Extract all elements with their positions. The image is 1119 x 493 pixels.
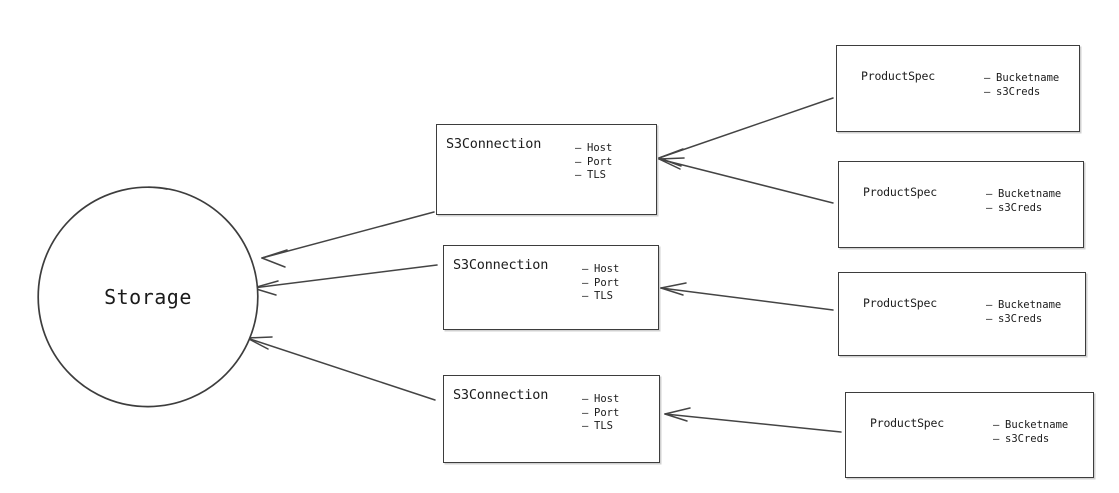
productspec-node-3[interactable]: ProductSpec –Bucketname –s3Creds (838, 272, 1086, 356)
attribute-label: s3Creds (1005, 432, 1050, 445)
bullet-dash: – (582, 290, 589, 302)
productspec-node-4[interactable]: ProductSpec –Bucketname –s3Creds (845, 392, 1094, 478)
attribute-label: Bucketname (998, 299, 1062, 311)
productspec-title-3: ProductSpec (863, 296, 937, 310)
attribute-row: –Host (582, 393, 619, 407)
arrow-spec4-to-conn3 (664, 407, 842, 433)
bullet-dash: – (582, 263, 589, 275)
attribute-row: –Bucketname (986, 188, 1061, 202)
attribute-label: s3Creds (998, 201, 1043, 214)
attribute-label: TLS (594, 420, 613, 432)
attribute-label: Bucketname (998, 188, 1062, 200)
productspec-title-4: ProductSpec (870, 416, 944, 430)
s3connection-title-1: S3Connection (446, 136, 542, 152)
storage-node[interactable]: Storage (36, 185, 260, 409)
arrow-conn2-to-storage (252, 264, 438, 296)
arrow-spec1-to-conn1 (658, 97, 834, 167)
attribute-row: –Bucketname (986, 299, 1061, 313)
attribute-label: Port (594, 276, 620, 289)
productspec-attributes-2: –Bucketname –s3Creds (986, 188, 1061, 215)
bullet-dash: – (986, 201, 993, 214)
attribute-row: –Port (575, 156, 612, 170)
attribute-row: –Host (582, 263, 619, 277)
bullet-dash: – (986, 299, 993, 311)
attribute-label: Host (587, 142, 613, 154)
bullet-dash: – (575, 169, 582, 181)
productspec-title-2: ProductSpec (863, 185, 937, 199)
bullet-dash: – (986, 312, 993, 325)
bullet-dash: – (582, 420, 589, 432)
attribute-label: s3Creds (998, 312, 1043, 325)
bullet-dash: – (575, 155, 582, 168)
attribute-label: TLS (587, 169, 606, 181)
s3connection-title-3: S3Connection (453, 387, 549, 403)
attribute-label: Host (594, 393, 620, 405)
attribute-row: –s3Creds (986, 202, 1061, 216)
attribute-row: –Port (582, 277, 619, 291)
attribute-row: –Bucketname (993, 419, 1068, 433)
attribute-row: –TLS (582, 420, 619, 434)
bullet-dash: – (984, 72, 991, 84)
s3connection-attributes-1: –Host –Port –TLS (575, 142, 612, 183)
attribute-label: Port (587, 155, 613, 168)
productspec-attributes-1: –Bucketname –s3Creds (984, 72, 1059, 99)
attribute-row: –s3Creds (993, 433, 1068, 447)
arrow-conn1-to-storage (261, 211, 435, 268)
attribute-row: –TLS (575, 169, 612, 183)
attribute-row: –TLS (582, 290, 619, 304)
bullet-dash: – (582, 406, 589, 419)
attribute-label: Port (594, 406, 620, 419)
s3connection-node-1[interactable]: S3Connection –Host –Port –TLS (436, 124, 657, 215)
s3connection-node-3[interactable]: S3Connection –Host –Port –TLS (443, 375, 660, 463)
s3connection-node-2[interactable]: S3Connection –Host –Port –TLS (443, 245, 659, 330)
attribute-row: –s3Creds (984, 86, 1059, 100)
attribute-label: Bucketname (996, 72, 1060, 84)
circle-shape (37, 186, 259, 408)
arrow-spec3-to-conn2 (660, 282, 834, 311)
attribute-row: –Bucketname (984, 72, 1059, 86)
arrow-conn3-to-storage (246, 336, 436, 401)
bullet-dash: – (582, 393, 589, 405)
bullet-dash: – (993, 419, 1000, 431)
productspec-attributes-3: –Bucketname –s3Creds (986, 299, 1061, 326)
attribute-label: Host (594, 263, 620, 275)
attribute-row: –Port (582, 407, 619, 421)
productspec-attributes-4: –Bucketname –s3Creds (993, 419, 1068, 446)
storage-label: Storage (104, 285, 192, 309)
bullet-dash: – (993, 432, 1000, 445)
s3connection-attributes-2: –Host –Port –TLS (582, 263, 619, 304)
bullet-dash: – (984, 85, 991, 98)
arrow-spec2-to-conn1 (658, 157, 834, 204)
productspec-node-1[interactable]: ProductSpec –Bucketname –s3Creds (836, 45, 1080, 132)
s3connection-attributes-3: –Host –Port –TLS (582, 393, 619, 434)
productspec-title-1: ProductSpec (861, 69, 935, 83)
attribute-label: s3Creds (996, 85, 1041, 98)
bullet-dash: – (575, 142, 582, 154)
attribute-row: –Host (575, 142, 612, 156)
attribute-label: TLS (594, 290, 613, 302)
bullet-dash: – (582, 276, 589, 289)
attribute-row: –s3Creds (986, 313, 1061, 327)
s3connection-title-2: S3Connection (453, 257, 549, 273)
attribute-label: Bucketname (1005, 419, 1069, 431)
productspec-node-2[interactable]: ProductSpec –Bucketname –s3Creds (838, 161, 1084, 248)
bullet-dash: – (986, 188, 993, 200)
